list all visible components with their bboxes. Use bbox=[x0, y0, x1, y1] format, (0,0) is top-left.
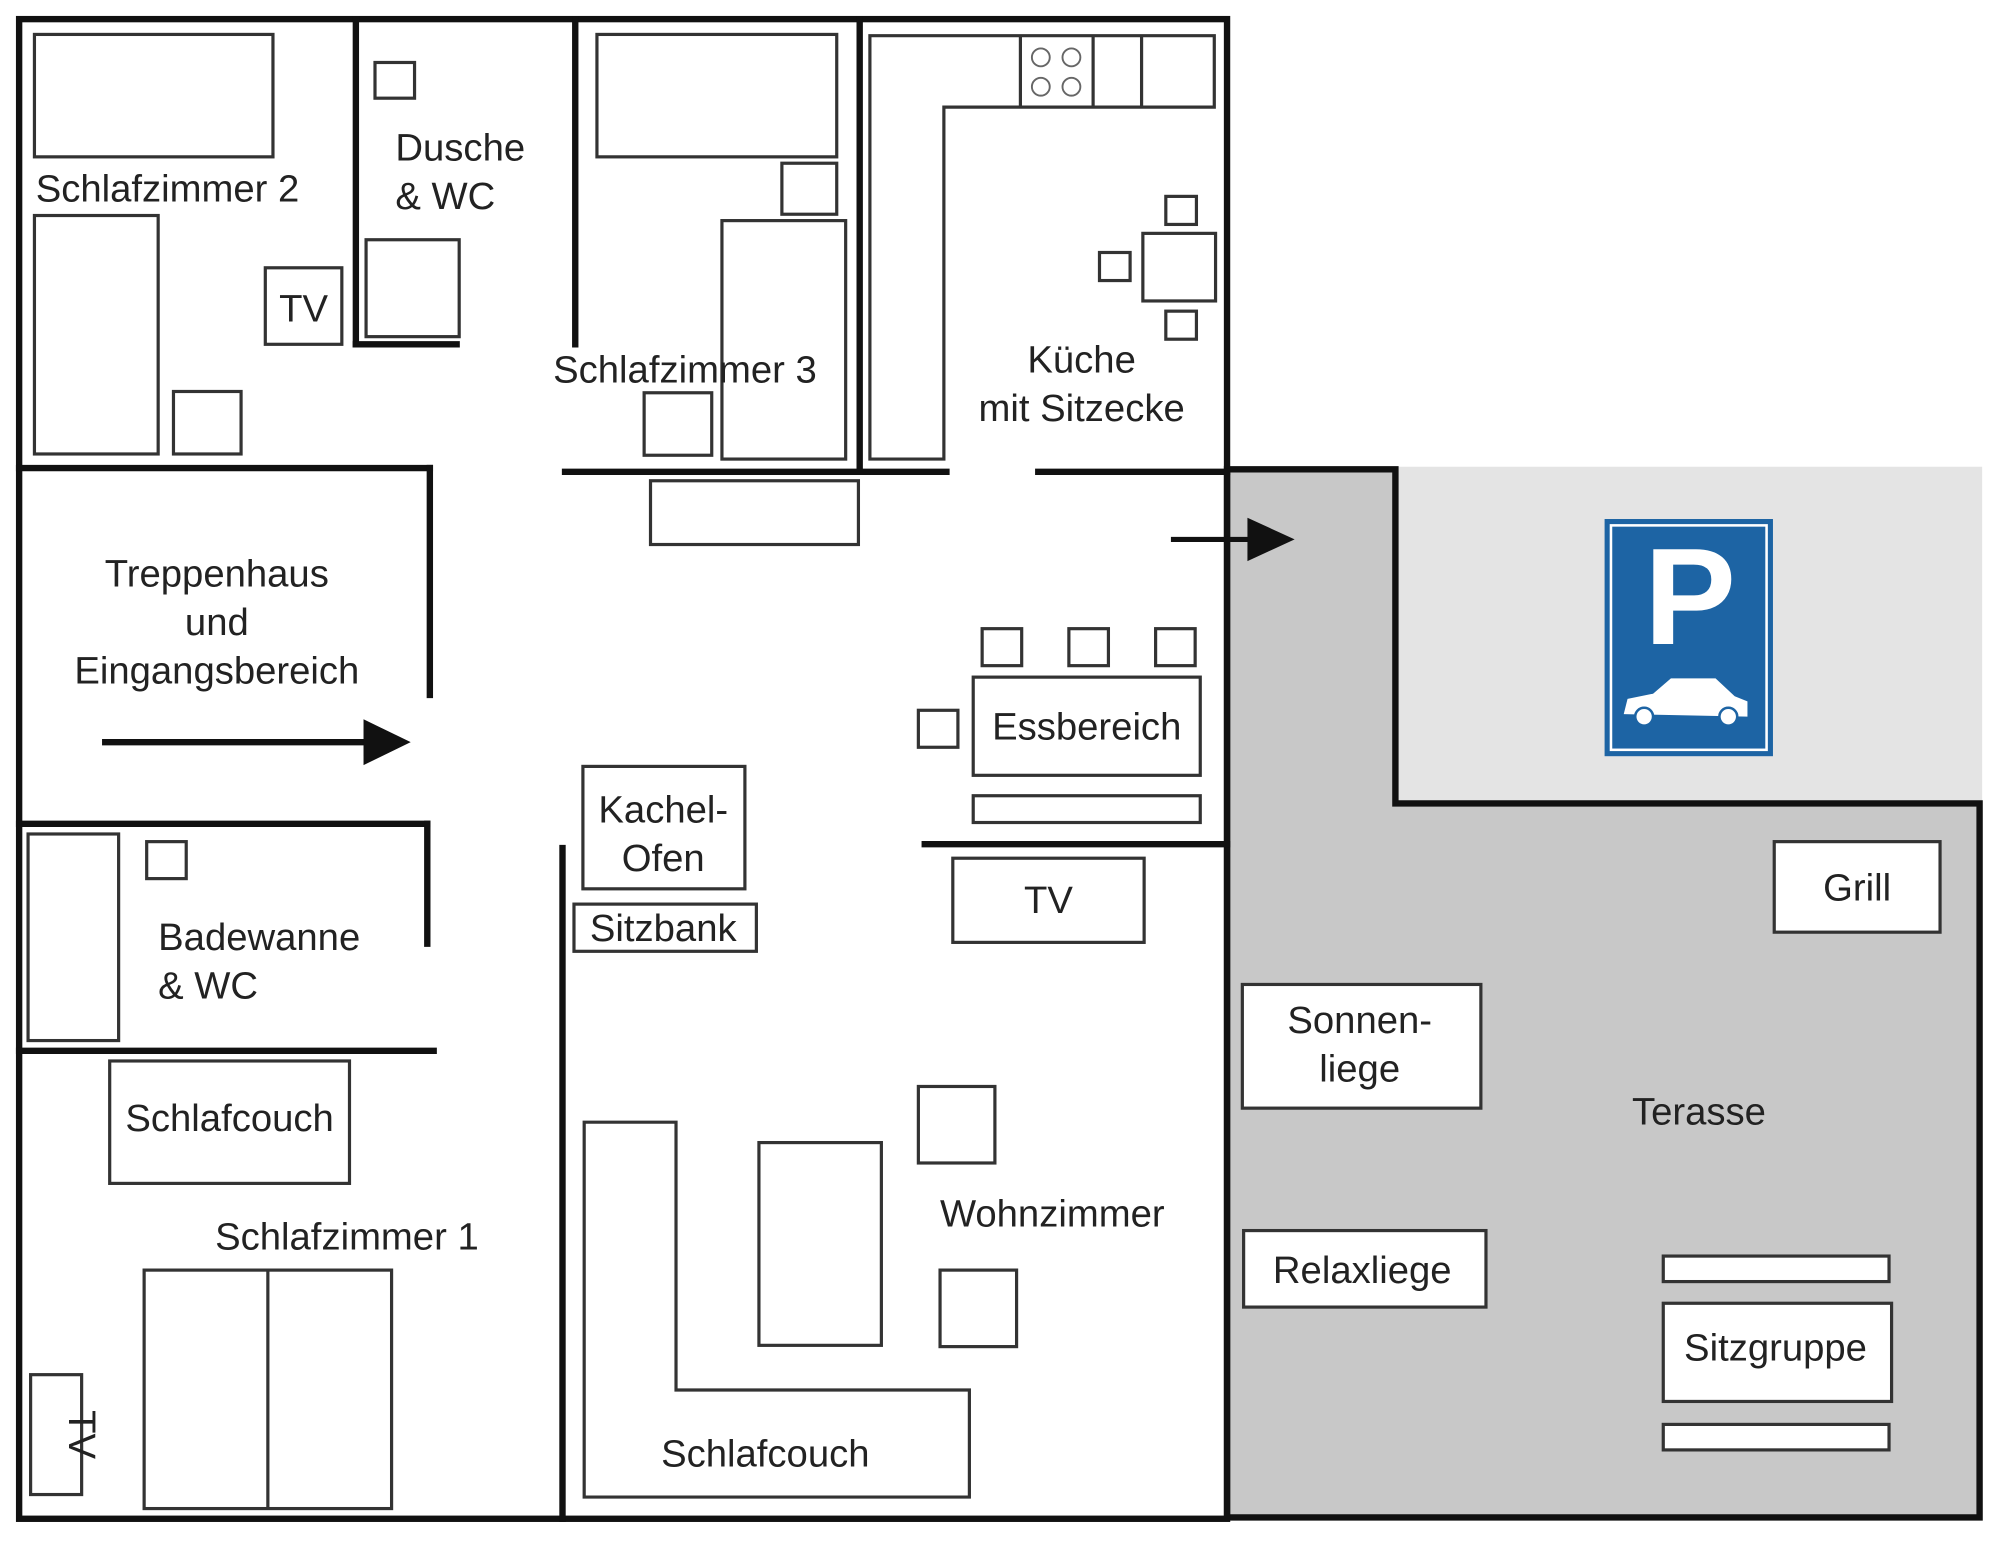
dining-table bbox=[971, 675, 1202, 777]
relax-lounger bbox=[1242, 1228, 1488, 1309]
nightstand bbox=[642, 391, 714, 457]
chair bbox=[1067, 627, 1111, 668]
parking-sign: P bbox=[1604, 519, 1773, 757]
kitchen-table bbox=[1141, 231, 1218, 303]
dresser bbox=[648, 479, 861, 547]
sofa-bed bbox=[108, 1059, 352, 1185]
bench bbox=[971, 794, 1202, 825]
room-label-essbereich: Essbereich bbox=[992, 706, 1181, 749]
sun-lounger-label-2: liege bbox=[1319, 1047, 1400, 1090]
sun-lounger-label-1: Sonnen- bbox=[1287, 999, 1432, 1042]
chair bbox=[1164, 194, 1199, 227]
room-label-treppenhaus-1: Treppenhaus bbox=[105, 553, 329, 596]
tv-label: TV bbox=[60, 1410, 103, 1459]
armchair bbox=[938, 1268, 1019, 1349]
chair bbox=[1097, 250, 1132, 283]
terrace-arrow-icon bbox=[1170, 517, 1295, 562]
tiled-stove bbox=[581, 764, 747, 891]
bed bbox=[720, 219, 848, 461]
bathtub bbox=[26, 832, 121, 1043]
grill-label: Grill bbox=[1823, 866, 1891, 909]
room-label-kueche-1: Küche bbox=[1027, 338, 1135, 381]
room-label-schlafzimmer3: Schlafzimmer 3 bbox=[553, 349, 817, 392]
room-label-treppenhaus-2: und bbox=[185, 601, 249, 644]
stove-icon bbox=[1030, 47, 1082, 97]
chair bbox=[1164, 309, 1199, 341]
room-label-schlafzimmer1: Schlafzimmer 1 bbox=[215, 1216, 479, 1259]
tiled-stove-label-2: Ofen bbox=[622, 837, 705, 880]
chair bbox=[1154, 627, 1197, 668]
bench bbox=[572, 902, 758, 953]
seating-group-label: Sitzgruppe bbox=[1684, 1327, 1867, 1370]
tv-box bbox=[29, 1373, 84, 1497]
wardrobe bbox=[595, 32, 839, 159]
chair bbox=[980, 627, 1024, 668]
room-label-schlafzimmer2: Schlafzimmer 2 bbox=[36, 167, 300, 210]
kitchen-counter bbox=[868, 34, 1216, 461]
coffee-table bbox=[757, 1140, 883, 1347]
bed bbox=[32, 213, 160, 456]
toilet bbox=[145, 840, 188, 881]
relax-lounger-label: Relaxliege bbox=[1273, 1249, 1452, 1292]
room-label-dusche-1: Dusche bbox=[395, 127, 525, 170]
nightstand bbox=[171, 389, 243, 456]
shower bbox=[364, 238, 461, 339]
corner-sofa-bed bbox=[582, 1120, 971, 1499]
grill bbox=[1772, 840, 1942, 934]
interior-walls bbox=[15, 15, 1231, 1522]
car-icon bbox=[1623, 678, 1748, 727]
room-label-treppenhaus-3: Eingangsbereich bbox=[74, 650, 359, 693]
room-label-dusche-2: & WC bbox=[395, 175, 495, 218]
tiled-stove-label-1: Kachel- bbox=[598, 789, 728, 832]
sofa-bed-label: Schlafcouch bbox=[125, 1097, 333, 1140]
parking-letter: P bbox=[1644, 520, 1736, 674]
room-label-badewanne-1: Badewanne bbox=[158, 916, 360, 959]
entrance-arrow-icon bbox=[102, 719, 411, 766]
seating-group bbox=[1661, 1301, 1894, 1404]
outer-wall bbox=[15, 15, 1231, 1522]
wardrobe bbox=[32, 32, 275, 159]
sofa-bed-label: Schlafcouch bbox=[661, 1432, 869, 1475]
room-label-kueche-2: mit Sitzecke bbox=[979, 387, 1185, 430]
tv-box bbox=[263, 266, 344, 346]
sun-lounger bbox=[1240, 982, 1483, 1110]
chair bbox=[916, 708, 960, 749]
bench bbox=[1661, 1254, 1891, 1284]
bench-label: Sitzbank bbox=[590, 907, 738, 950]
room-label-wohnzimmer: Wohnzimmer bbox=[940, 1193, 1165, 1236]
bench bbox=[1661, 1422, 1891, 1452]
sink bbox=[373, 60, 417, 100]
armchair bbox=[916, 1084, 997, 1165]
tv-label: TV bbox=[279, 287, 328, 330]
room-label-terrasse: Terasse bbox=[1632, 1091, 1766, 1134]
tv-label: TV bbox=[1024, 879, 1073, 922]
tv-box bbox=[951, 856, 1146, 944]
nightstand bbox=[780, 161, 839, 216]
room-label-badewanne-2: & WC bbox=[158, 964, 258, 1007]
